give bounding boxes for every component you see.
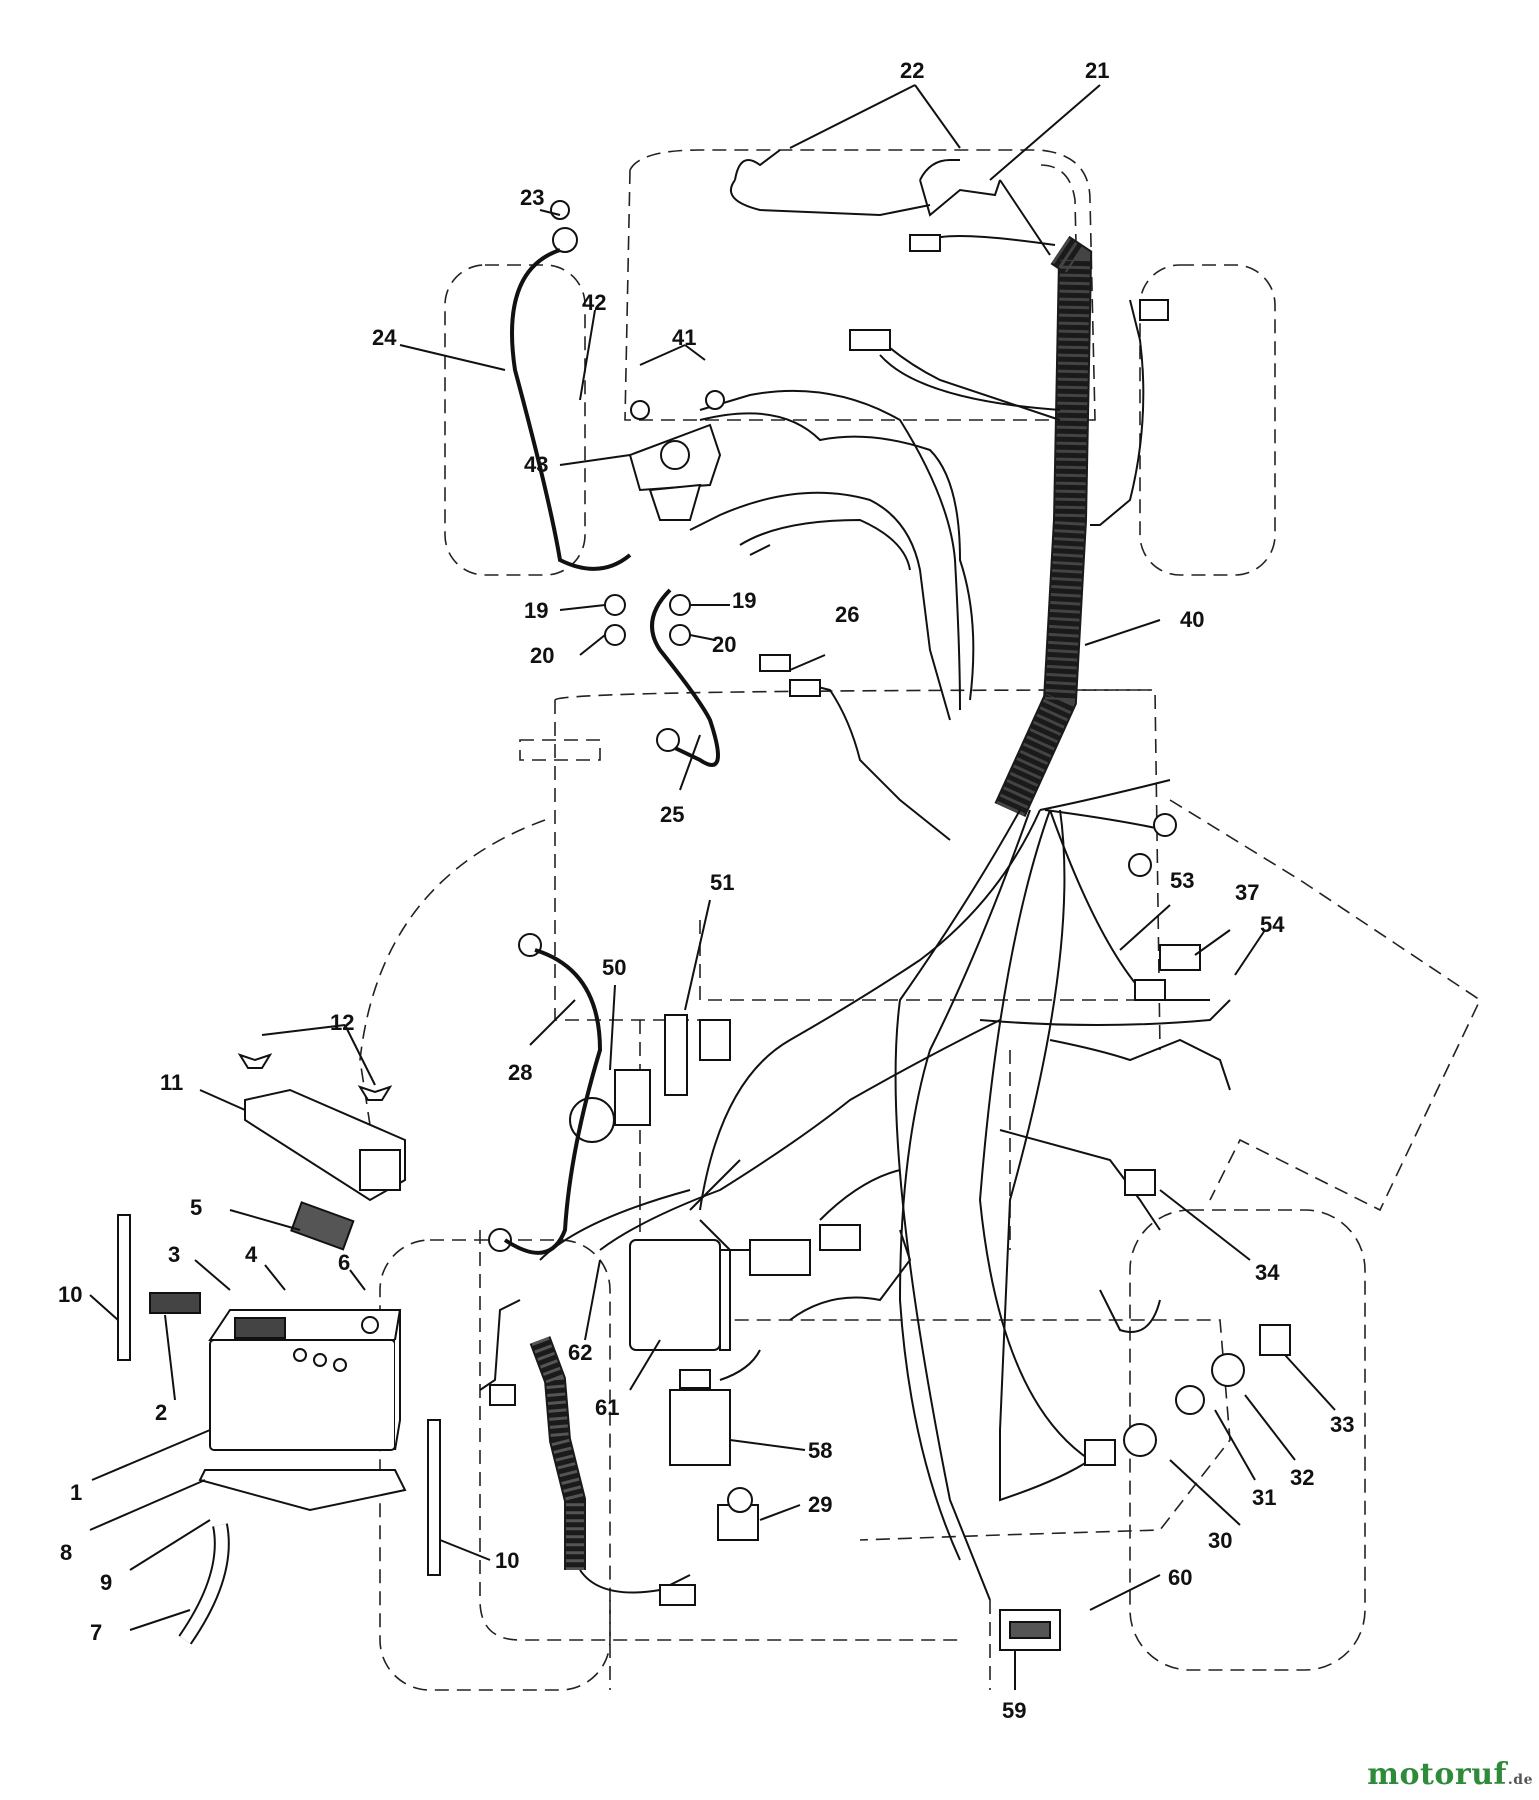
callout-26: 26 [835,602,859,627]
battery-cables [503,248,720,1255]
callout-11: 11 [160,1070,183,1095]
callout-43: 43 [524,452,548,477]
callout-58: 58 [808,1438,832,1463]
callout-40: 40 [1180,607,1204,632]
tractor-outline [359,149,1482,1691]
callout-19b: 19 [732,588,756,613]
callout-24: 24 [372,325,397,350]
callout-53: 53 [1170,868,1194,893]
callout-41: 41 [672,325,696,350]
callout-25: 25 [660,802,684,827]
callout-30: 30 [1208,1528,1232,1553]
watermark-brand: motoruf [1367,1757,1507,1792]
callout-labels: 22 21 23 24 42 41 43 19 19 20 20 25 26 4… [58,58,1354,1723]
callout-10a: 10 [58,1282,82,1307]
callout-60: 60 [1168,1565,1192,1590]
callout-62: 62 [568,1340,592,1365]
callout-1: 1 [70,1480,82,1505]
callout-31: 31 [1252,1485,1276,1510]
callout-32: 32 [1290,1465,1314,1490]
callout-3: 3 [168,1242,180,1267]
callout-6: 6 [338,1250,350,1275]
callout-4: 4 [245,1242,258,1267]
watermark-logo: motoruf.de [1367,1757,1533,1792]
callout-28: 28 [508,1060,532,1085]
callout-10b: 10 [495,1548,519,1573]
wire-harness [479,149,1231,1601]
callout-54: 54 [1260,912,1285,937]
watermark-tld: .de [1507,1772,1533,1788]
callout-37: 37 [1235,880,1259,905]
callout-33: 33 [1330,1412,1354,1437]
callout-21: 21 [1085,58,1109,83]
parts [117,200,1291,1651]
callout-19a: 19 [524,598,548,623]
callout-42: 42 [582,290,606,315]
callout-20b: 20 [712,632,736,657]
callout-59: 59 [1002,1698,1026,1723]
leader-lines [89,84,1336,1690]
callout-34: 34 [1255,1260,1280,1285]
callout-2: 2 [155,1400,167,1425]
callout-8: 8 [60,1540,72,1565]
callout-29: 29 [808,1492,832,1517]
callout-22: 22 [900,58,924,83]
callout-9: 9 [100,1570,112,1595]
callout-23: 23 [520,185,544,210]
callout-20a: 20 [530,643,554,668]
callout-50: 50 [602,955,626,980]
callout-5: 5 [190,1195,202,1220]
callout-12: 12 [330,1010,354,1035]
callout-61: 61 [595,1395,619,1420]
callout-7: 7 [90,1620,102,1645]
callout-51: 51 [710,870,734,895]
